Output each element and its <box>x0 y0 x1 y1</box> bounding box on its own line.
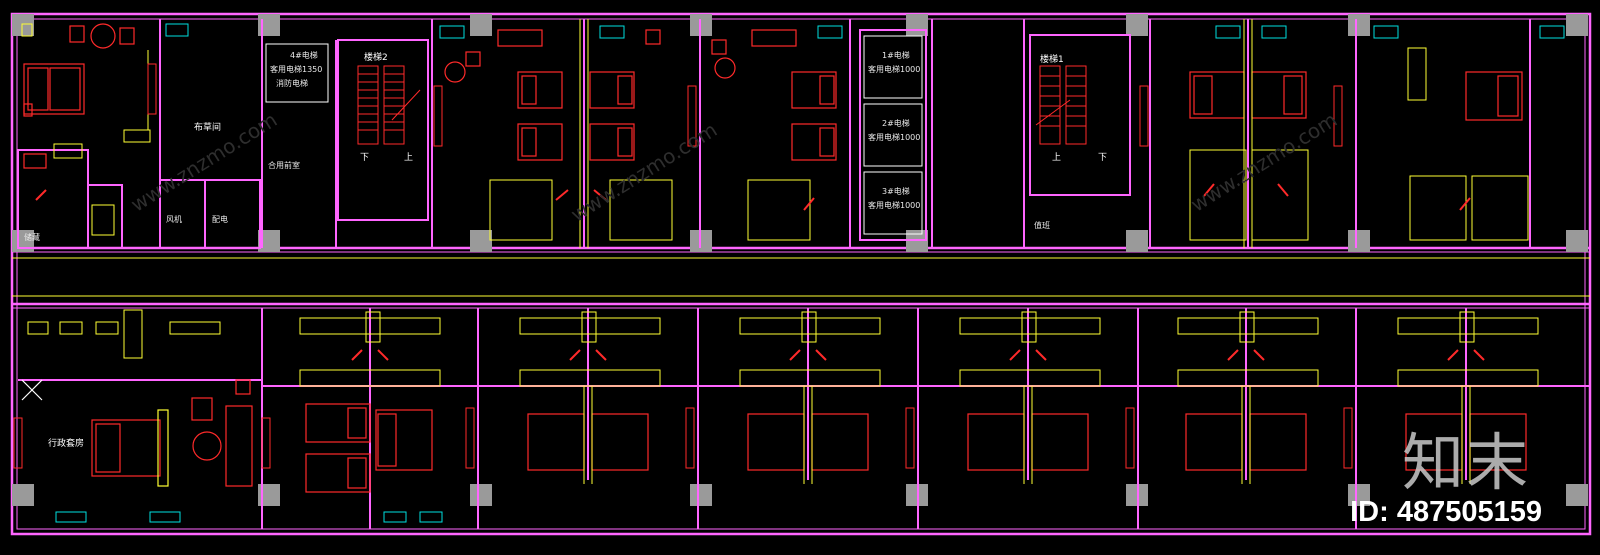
corridor-lines <box>12 257 1590 297</box>
image-id-watermark: ID: 487505159 <box>1350 496 1542 528</box>
elevator-1-line1: 1#电梯 <box>882 50 910 60</box>
north-window-units <box>439 25 1565 39</box>
label-stair2-down: 下 <box>360 153 369 163</box>
nw-fixtures <box>21 23 189 236</box>
elevator-3-line1: 3#电梯 <box>882 186 910 196</box>
elevator-fire-line2: 客用电梯1350 <box>270 64 322 74</box>
label-stair2: 楼梯2 <box>364 51 388 63</box>
stair-1 <box>1035 65 1087 145</box>
suite-furniture <box>21 379 253 487</box>
room-labels: 布草间 风机 配电 合用前室 楼梯2 楼梯1 下 上 上 下 4#电梯 客用电梯… <box>24 50 1107 449</box>
label-shaft-b: 配电 <box>212 214 228 224</box>
south-guestrooms <box>299 311 1539 523</box>
brand-watermark: 知末 <box>1401 426 1530 499</box>
label-storage: 储藏 <box>24 232 40 242</box>
elevators <box>265 35 923 235</box>
south-partitions <box>18 308 1590 529</box>
elevator-2-line2: 客用电梯1000 <box>868 132 920 142</box>
elevator-1-line2: 客用电梯1000 <box>868 64 920 74</box>
label-elevator-fire: 4#电梯 客用电梯1350 消防电梯 <box>270 50 325 88</box>
label-office: 值班 <box>1034 220 1050 230</box>
label-elevator-2: 2#电梯 客用电梯1000 <box>868 118 920 142</box>
label-room-nw: 布草间 <box>194 121 221 133</box>
label-suite: 行政套房 <box>48 437 84 449</box>
label-stair1-down: 下 <box>1098 153 1107 163</box>
label-stair2-up: 上 <box>404 152 413 163</box>
label-corridor-w: 合用前室 <box>268 160 300 170</box>
nw-suite-furniture <box>23 23 135 169</box>
north-partitions <box>17 19 1531 249</box>
elevator-2-line1: 2#电梯 <box>882 118 910 128</box>
north-bathrooms <box>489 19 1529 248</box>
elevator-fire-line1: 4#电梯 <box>290 50 318 60</box>
label-elevator-3: 3#电梯 客用电梯1000 <box>868 186 920 210</box>
elevator-3-line2: 客用电梯1000 <box>868 200 920 210</box>
label-elevator-1: 1#电梯 客用电梯1000 <box>868 50 920 74</box>
north-doors <box>35 183 1471 211</box>
suite-fixtures <box>27 309 221 523</box>
window-curtains <box>13 63 1353 469</box>
label-stair1-up: 上 <box>1052 152 1061 163</box>
elevator-fire-line3: 消防电梯 <box>276 78 308 88</box>
label-stair1: 楼梯1 <box>1040 53 1064 65</box>
label-shaft-a: 风机 <box>166 214 182 224</box>
exterior-walls <box>10 12 1592 536</box>
stair-2 <box>357 65 421 145</box>
